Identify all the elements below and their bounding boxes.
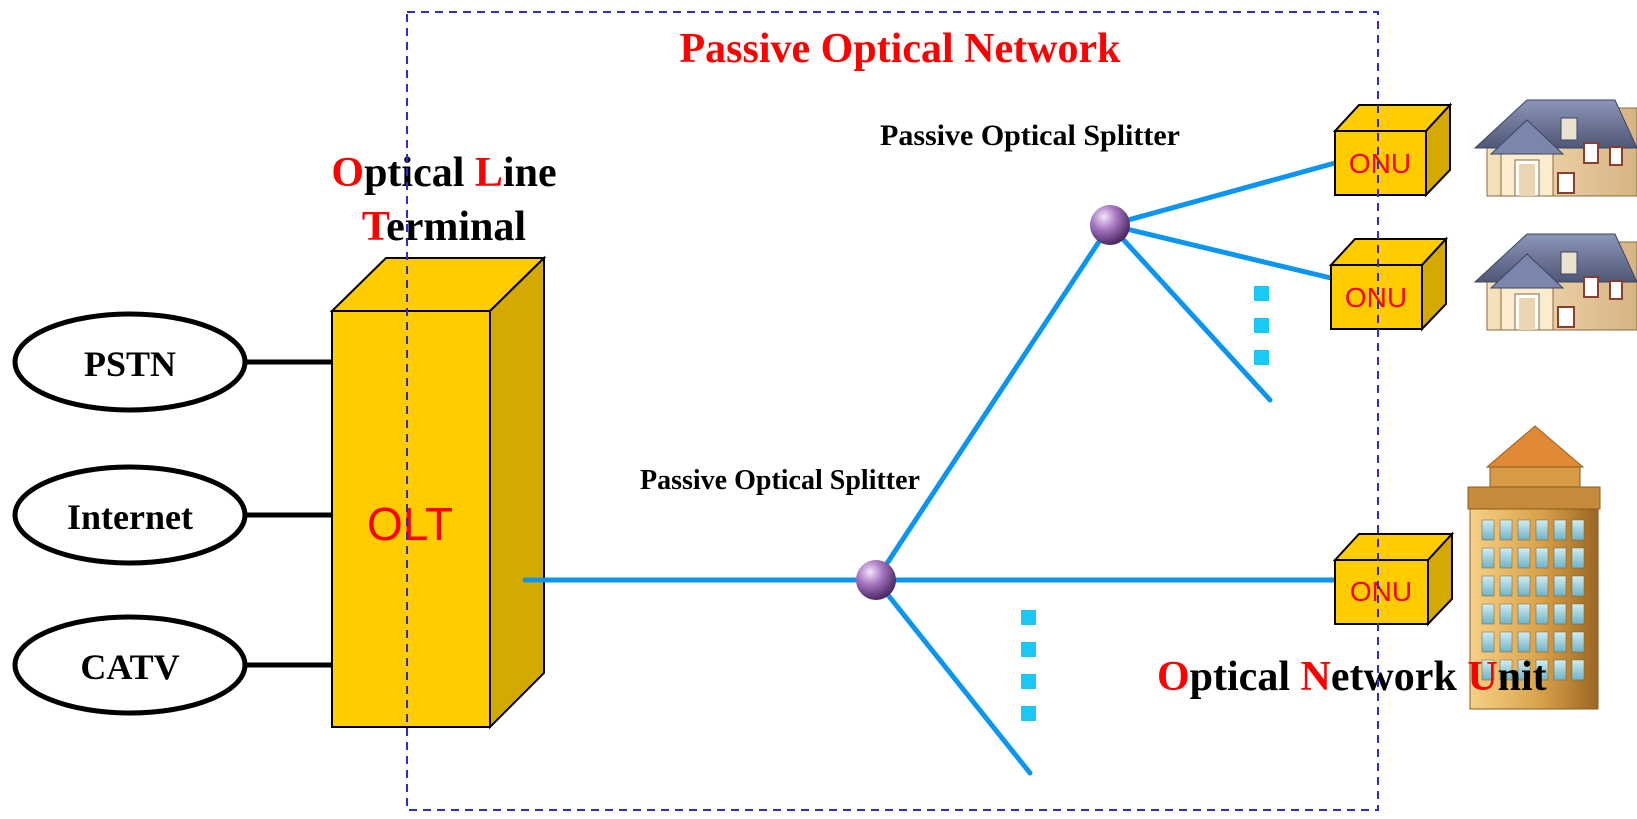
onu-heading-text: ptical — [1190, 654, 1301, 700]
pon-boundary — [406, 11, 1379, 811]
service-ellipse — [12, 464, 248, 566]
service-ellipse — [12, 311, 248, 413]
service-pstn: PSTN — [12, 311, 248, 413]
service-links — [245, 359, 332, 668]
onu-house-2: ONU — [1328, 236, 1449, 332]
service-label-internet: Internet — [67, 497, 193, 537]
continuation-dots-lower — [1021, 610, 1036, 721]
onu-label: ONU — [1345, 282, 1407, 313]
house-icon — [1473, 99, 1637, 197]
house-icon — [1473, 233, 1637, 331]
onu-label: ONU — [1350, 576, 1412, 607]
onu-heading-initial: O — [1157, 654, 1190, 700]
olt-heading-initial: L — [475, 150, 503, 196]
drop-fiber-open — [873, 577, 1033, 776]
olt-heading-line2: Terminal — [362, 204, 526, 250]
fiber-lines — [522, 160, 1338, 776]
olt-front-face — [331, 310, 491, 728]
service-ellipse — [12, 614, 248, 716]
splitter-secondary — [1090, 205, 1130, 245]
onu-label: ONU — [1349, 148, 1411, 179]
onu-heading-text: nit — [1498, 654, 1547, 700]
office-building-icon — [1467, 425, 1601, 710]
onu-heading-initial: N — [1301, 654, 1331, 700]
olt-heading-line1: Optical Line — [331, 150, 556, 196]
olt-heading-text: ine — [503, 150, 557, 196]
onu-heading: Optical Network Unit — [1157, 654, 1547, 700]
olt-heading-text: ptical — [364, 150, 475, 196]
splitter-label-secondary: Passive Optical Splitter — [880, 119, 1180, 152]
olt-cabinet: OLT — [329, 255, 547, 730]
onu-building: ONU — [1332, 531, 1455, 627]
drop-fiber-house-2 — [1107, 222, 1338, 282]
drop-fiber-open-2 — [1107, 222, 1273, 403]
olt-heading-initial: O — [331, 150, 364, 196]
splitter-main — [856, 560, 896, 600]
drop-fiber-house-1 — [1107, 160, 1338, 228]
continuation-dots-upper — [1254, 286, 1269, 365]
onu-heading-initial: U — [1467, 654, 1497, 700]
olt-label: OLT — [367, 498, 453, 550]
olt-side-face — [489, 255, 545, 730]
service-internet: Internet — [12, 464, 248, 566]
olt-heading-text: erminal — [386, 204, 526, 250]
distribution-fiber — [873, 222, 1113, 583]
splitter-label-main: Passive Optical Splitter — [640, 465, 920, 496]
service-label-catv: CATV — [80, 647, 179, 687]
olt-heading-initial: T — [362, 204, 390, 250]
onu-heading-text: etwork — [1331, 654, 1467, 700]
service-label-pstn: PSTN — [84, 344, 176, 384]
service-catv: CATV — [12, 614, 248, 716]
diagram-title: Passive Optical Network — [680, 26, 1122, 72]
onu-house-1: ONU — [1332, 102, 1453, 198]
